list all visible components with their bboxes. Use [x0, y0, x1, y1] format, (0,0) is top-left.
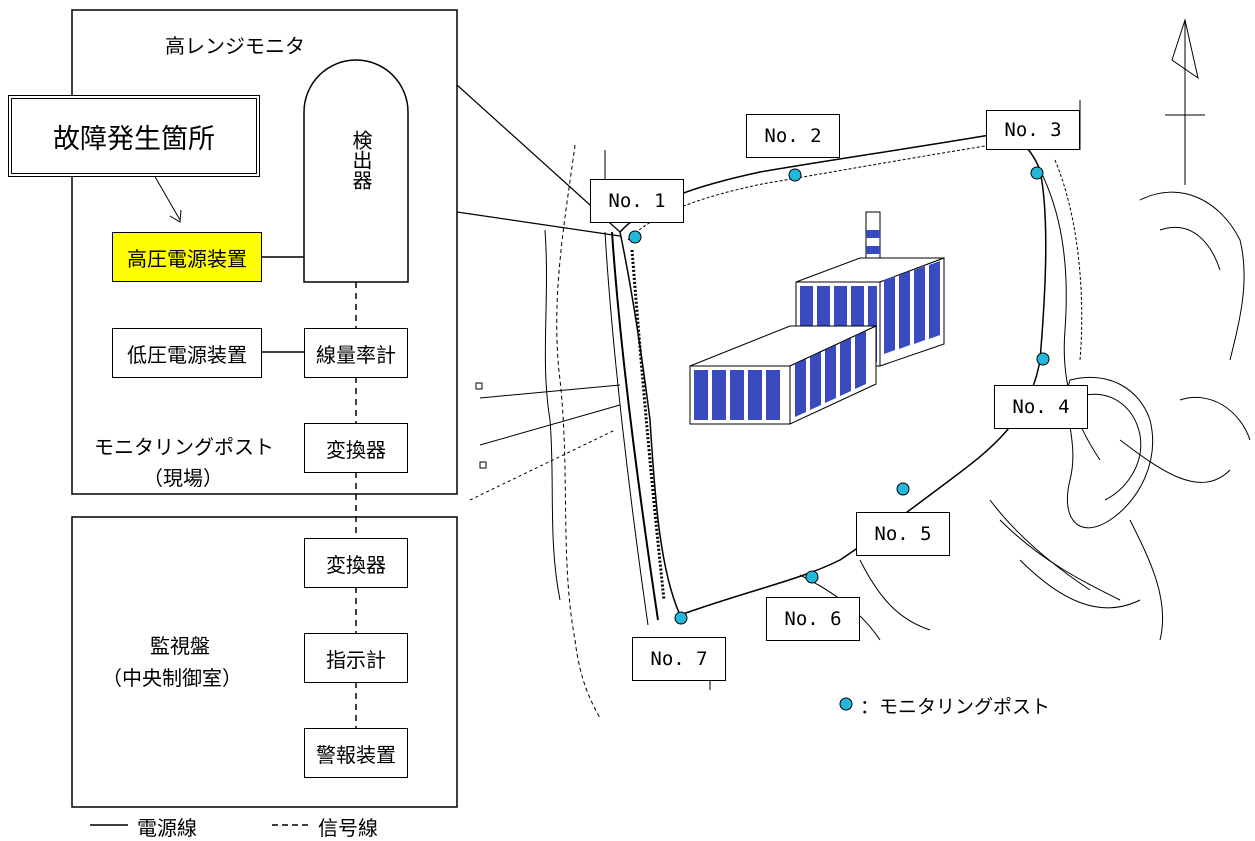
lv-power-supply: 低圧電源装置: [112, 328, 262, 378]
post-marker-2: [788, 168, 802, 182]
plant-buildings: [689, 211, 945, 425]
post-label-2: No. 2: [746, 114, 840, 158]
post-markers: [628, 166, 1050, 711]
legend-power-label: 電源線: [137, 816, 197, 840]
hv-power-supply: 高圧電源装置: [112, 232, 262, 282]
post-label-3: No. 3: [986, 110, 1080, 150]
stack-band-1: [866, 230, 880, 238]
site-box-outline: [71, 9, 458, 495]
post-marker-5: [896, 482, 910, 496]
legend-post-marker: [839, 697, 853, 711]
legend-post-label: ：モニタリングポスト: [860, 696, 1051, 718]
control-caption-line1: 監視盤: [150, 634, 210, 658]
detector-shape: [303, 59, 409, 283]
fault-arrow-head: [169, 209, 182, 223]
callout-line-bottom: [456, 211, 621, 237]
post-label-1: No. 1: [590, 179, 684, 223]
fault-location-box: 故障発生箇所: [8, 95, 260, 177]
post-marker-3: [1030, 166, 1044, 180]
post-label-6: No. 6: [766, 597, 860, 641]
site-caption-line2: （現場）: [143, 466, 223, 490]
post-label-5: No. 5: [856, 512, 950, 556]
alarm-device: 警報装置: [304, 728, 408, 778]
post-marker-7: [674, 611, 688, 625]
post-marker-4: [1036, 352, 1050, 366]
control-box-outline: [71, 516, 458, 808]
control-caption-line2: （中央制御室）: [102, 666, 242, 690]
legend-signal-label: 信号線: [318, 816, 378, 840]
ratemeter: 線量率計: [304, 328, 408, 378]
detector-label: 検出器: [349, 130, 373, 190]
post-marker-1: [628, 230, 642, 244]
stack-band-2: [866, 246, 880, 254]
post-marker-6: [805, 570, 819, 584]
post-label-4: No. 4: [994, 385, 1088, 429]
control-converter: 変換器: [304, 538, 408, 588]
site-map: [469, 18, 1251, 719]
indicator: 指示計: [304, 633, 408, 683]
site-converter: 変換器: [304, 423, 408, 473]
site-caption-line1: モニタリングポスト: [94, 435, 274, 459]
site-box-title: 高レンジモニタ: [165, 34, 305, 58]
post-label-7: No. 7: [632, 637, 726, 681]
